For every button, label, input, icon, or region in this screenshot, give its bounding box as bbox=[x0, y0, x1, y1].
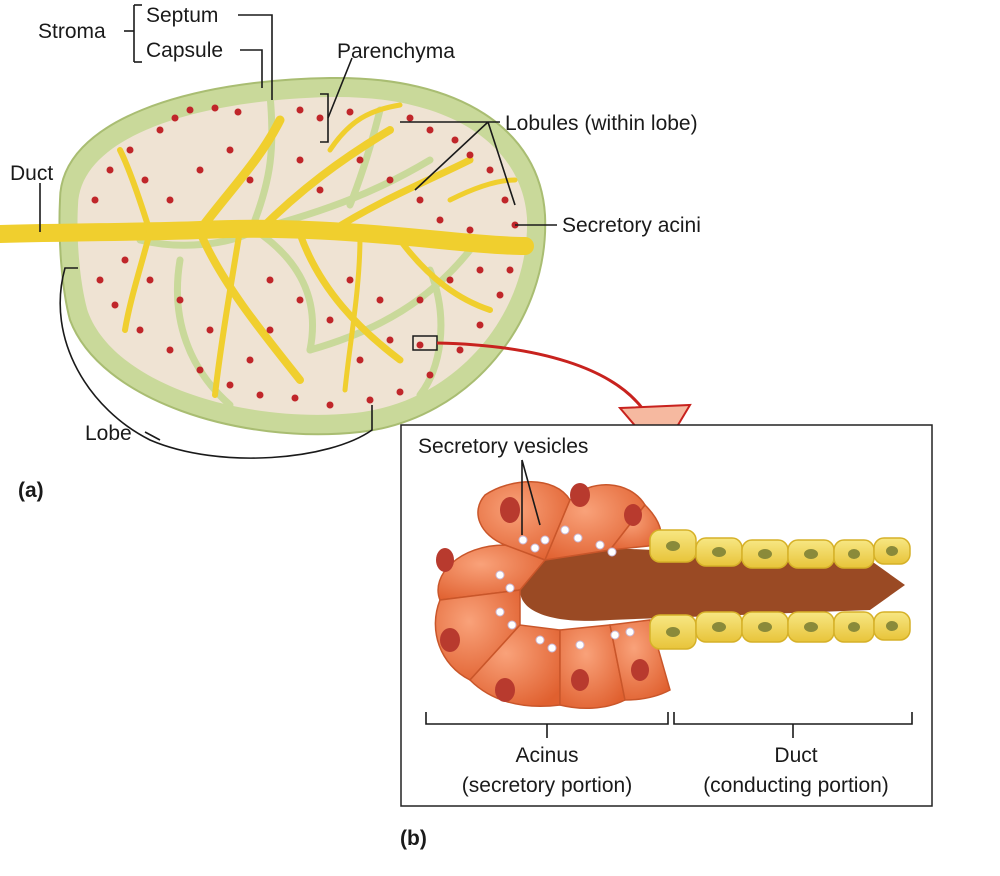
stroma-label: Stroma bbox=[38, 20, 106, 43]
parenchyma-leader bbox=[327, 57, 353, 119]
lobules-label: Lobules (within lobe) bbox=[505, 112, 698, 135]
duct-tree bbox=[0, 102, 534, 398]
secretory-vesicles-dots bbox=[495, 525, 635, 653]
panel-a-illustration bbox=[0, 76, 547, 436]
parenchyma-label: Parenchyma bbox=[337, 40, 455, 63]
panel-a-label: (a) bbox=[18, 479, 44, 502]
septum-label: Septum bbox=[146, 4, 218, 27]
detail-arrow bbox=[436, 341, 652, 421]
acini-dots bbox=[91, 104, 519, 409]
duct-cell-nuclei bbox=[666, 541, 898, 637]
duct-subtitle: (conducting portion) bbox=[703, 774, 889, 797]
vesicles-leader bbox=[521, 459, 541, 535]
secretory-vesicles-label: Secretory vesicles bbox=[418, 435, 588, 458]
duct-title: Duct bbox=[774, 744, 817, 767]
septum-leader bbox=[238, 14, 273, 100]
acinus-title: Acinus bbox=[515, 744, 578, 767]
lobules-leaders bbox=[400, 121, 516, 206]
duct-bracket bbox=[673, 712, 913, 738]
nuclei bbox=[436, 483, 649, 702]
capsule-leader bbox=[240, 49, 263, 88]
acinus-illustration bbox=[434, 481, 911, 710]
secretory-acini-label: Secretory acini bbox=[562, 214, 701, 237]
acinus-subtitle: (secretory portion) bbox=[462, 774, 632, 797]
acinus-bracket bbox=[425, 712, 669, 738]
lobe-bracket bbox=[59, 267, 373, 459]
capsule-label: Capsule bbox=[146, 39, 223, 62]
panel-b-label: (b) bbox=[400, 827, 427, 850]
lobe-label: Lobe bbox=[85, 422, 132, 445]
stroma-bracket bbox=[124, 4, 273, 100]
duct-label-a: Duct bbox=[10, 162, 53, 185]
